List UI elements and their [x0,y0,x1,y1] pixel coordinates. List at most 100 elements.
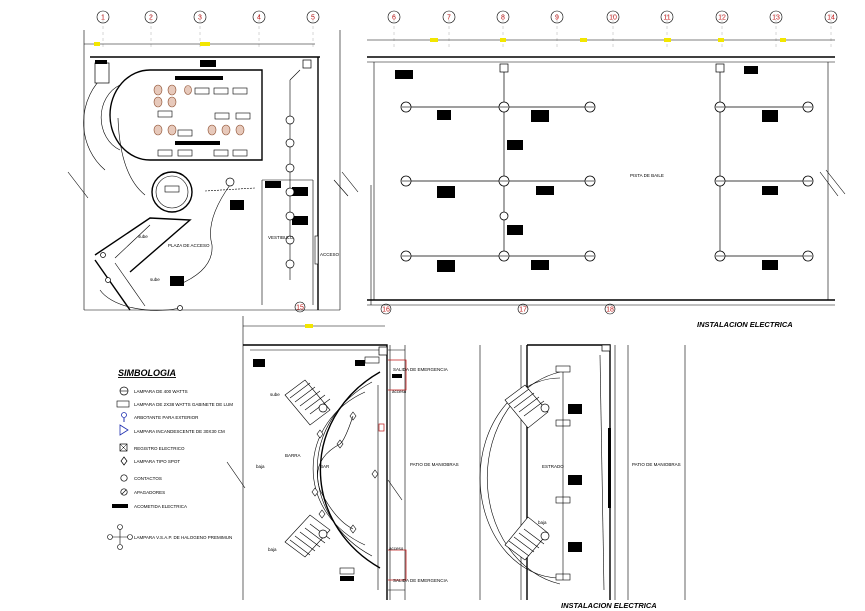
axis-15: 15 [294,301,306,313]
sube-label-1: sube [138,234,148,239]
stairs-bar [284,379,331,558]
register-box-icon [302,59,312,69]
legend-item-6: LAMPARA TIPO SPOT [134,459,180,464]
exterior-luminaire-icon [121,412,127,422]
vestibulo-label: VESTIBULO [268,235,294,240]
axis-8: 8 [496,10,510,24]
svg-text:6: 6 [392,15,396,22]
dance-floor-lamps [400,101,814,262]
svg-text:11: 11 [663,15,670,22]
circuit-tags-stage [568,404,611,552]
axis-2: 2 [144,10,158,24]
acceso-label: ACCESO [320,252,340,257]
axis-13: 13 [769,10,783,24]
acceso-side-label-2: acceso [389,546,404,551]
incandescent-lamp-icon [119,424,129,436]
acceso-side-label-1: acceso [392,389,407,394]
toilet-fixtures [153,84,245,136]
sube-label-3: sube [270,392,280,397]
legend-item-8: APAGADORES [134,490,165,495]
barra-label: BARRA [285,453,301,458]
legend-item-7: CONTACTOS [134,476,162,481]
axis-bubbles-mid: 15 16 17 18 [294,301,616,315]
axis-bubbles-right: 6 7 8 9 10 11 12 13 14 [387,10,838,24]
switch-icon [120,488,128,496]
legend-title: SIMBOLOGIA [118,368,176,378]
svg-text:8: 8 [501,15,505,22]
axis-18: 18 [604,303,616,315]
svg-text:4: 4 [257,15,261,22]
svg-text:15: 15 [296,305,304,312]
axis-10: 10 [606,10,620,24]
instalacion-title-top: INSTALACION ELECTRICA [697,320,793,329]
axis-6: 6 [387,10,401,24]
circuit-tags-bar [253,359,402,581]
stage-plan: ESTRADO PATIO DE MANIOBRAS baja INSTALAC… [479,344,686,610]
patio-label-1: PATIO DE MANIOBRAS [410,462,459,467]
axis-7: 7 [442,10,456,24]
svg-text:17: 17 [519,307,527,314]
legend-item-5: REGISTRO ELECTRICO [134,446,185,451]
bar-spot-lamps [311,411,379,534]
axis-12: 12 [715,10,729,24]
baja-label-2: baja [268,547,277,552]
register-box-icon [119,443,128,452]
pista-label: PISTA DE BAILE [630,173,664,178]
svg-text:18: 18 [606,307,614,314]
legend-item-1: LAMPARA DE 400 WATTS [134,389,188,394]
svg-text:1: 1 [101,15,105,22]
svg-text:7: 7 [447,15,451,22]
axis-3: 3 [193,10,207,24]
outlet-icon [120,474,128,482]
legend-item-10: LAMPARA V.S.A.P. DE HALOGENO PREMIMUN [134,535,232,540]
salida-label-2: SALIDA DE EMERGENCIA [393,578,448,583]
entrance-plan: PLAZA DE ACCESO VESTIBULO ACCESO sube su… [67,30,359,311]
svg-text:3: 3 [198,15,202,22]
axis-5: 5 [306,10,320,24]
svg-text:10: 10 [609,15,617,22]
svg-text:12: 12 [718,15,726,22]
baja-label-1: baja [256,464,265,469]
plaza-label: PLAZA DE ACCESO [168,243,210,248]
axis-17: 17 [517,303,529,315]
axis-14: 14 [824,10,838,24]
legend-item-2: LAMPARA DE 2X38 WATTS GABINETE DE LUM [134,402,233,407]
axis-1: 1 [96,10,110,24]
sube-label-2: sube [150,277,160,282]
salida-label-1: SALIDA DE EMERGENCIA [393,367,448,372]
patio-label-2: PATIO DE MANIOBRAS [632,462,681,467]
axis-9: 9 [550,10,564,24]
baja-label-3: baja [538,520,547,525]
legend-item-9: ACOMETIDA ELECTRICA [134,504,187,509]
svg-text:13: 13 [772,15,780,22]
bar-plan: sube baja baja BARRA BAR SALIDA DE EMERG… [226,316,481,600]
legend-item-4: LAMPARA INCANDESCENTE DE 30X30 CM [134,429,225,434]
instalacion-title-bottom: INSTALACION ELECTRICA [561,601,657,610]
circuit-tags-dance [395,66,778,272]
vestibule-lamps [100,115,295,311]
stairs-stage [504,384,549,561]
svg-text:2: 2 [149,15,153,22]
dimension-lines [84,38,835,328]
dance-floor-plan: PISTA DE BAILE INSTALACION ELECTRICA [367,56,846,329]
axis-bubbles-left: 1 2 3 4 5 [96,10,320,24]
estrado-label: ESTRADO [542,464,564,469]
bar-label: BAR [320,464,330,469]
svg-text:14: 14 [827,15,835,22]
halogen-cluster-icon [107,524,133,550]
wiring-icon [112,504,128,508]
svg-text:5: 5 [311,15,315,22]
mercury-lamp-icon [119,386,129,396]
legend: SIMBOLOGIA LAMPARA DE 400 WATTS LAMPARA … [107,368,233,550]
spot-lamp-icon [120,456,128,466]
legend-item-3: ARBOTANTE PARA EXTERIOR [134,415,199,420]
axis-4: 4 [252,10,266,24]
svg-text:9: 9 [555,15,559,22]
axis-11: 11 [660,10,674,24]
circuit-tags-left [170,60,308,286]
fluorescent-lamp-icon [116,400,130,408]
svg-text:16: 16 [382,307,390,314]
fluorescent-lamps-restrooms [157,87,251,193]
axis-16: 16 [380,303,392,315]
